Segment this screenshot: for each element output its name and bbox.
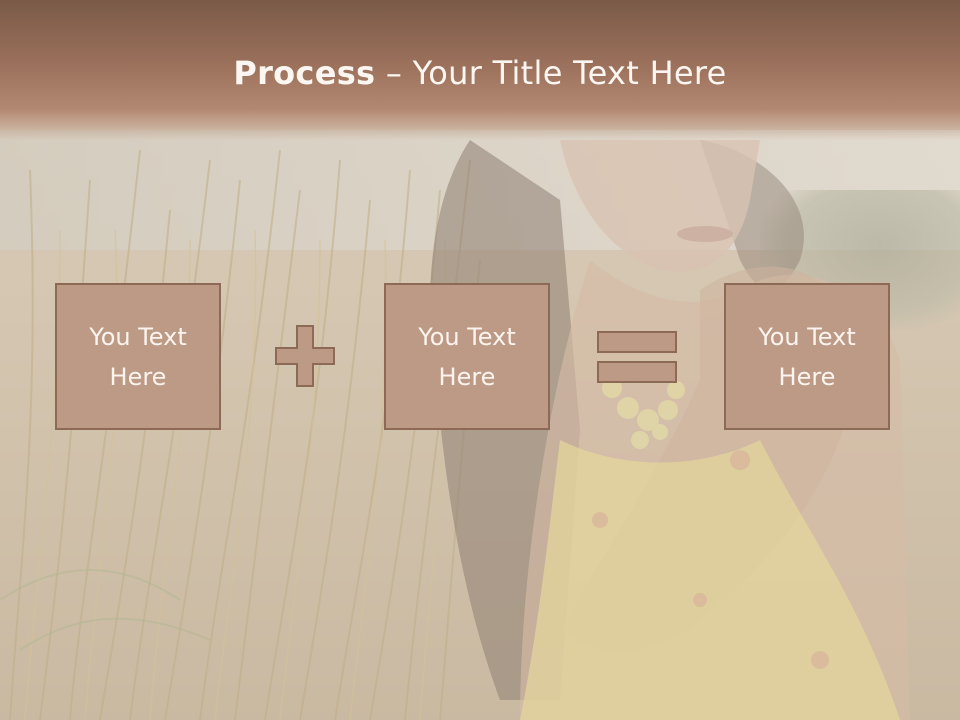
process-box-label: You Text Here	[418, 322, 516, 391]
process-box-label: You Text Here	[758, 322, 856, 391]
slide-title: Process – Your Title Text Here	[0, 54, 960, 92]
equals-icon	[597, 331, 677, 383]
process-box-label: You Text Here	[89, 322, 187, 391]
title-bold: Process	[233, 54, 376, 92]
plus-icon	[275, 325, 335, 387]
title-band	[0, 0, 960, 140]
process-box-2[interactable]: You Text Here	[384, 283, 550, 430]
title-rest: – Your Title Text Here	[375, 54, 727, 92]
process-box-3[interactable]: You Text Here	[724, 283, 890, 430]
process-box-1[interactable]: You Text Here	[55, 283, 221, 430]
